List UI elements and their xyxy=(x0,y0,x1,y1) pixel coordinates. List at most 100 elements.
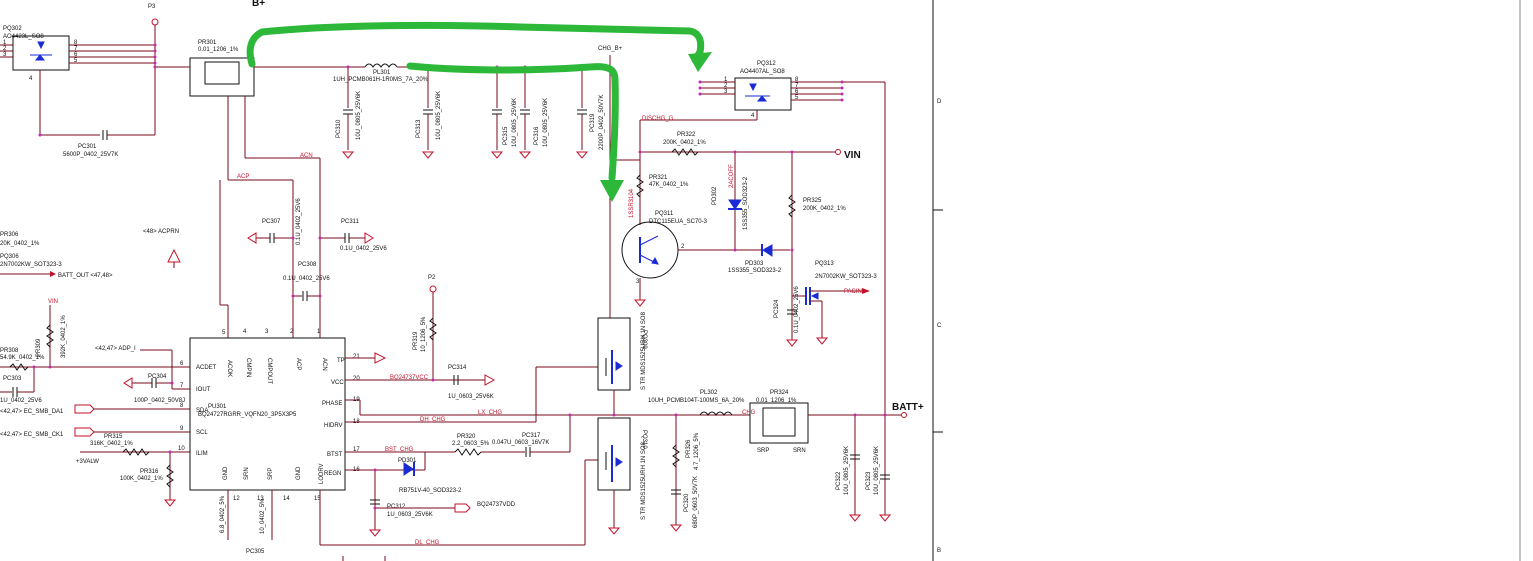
ec-smb-ck1-label: <42,47> EC_SMB_CK1 xyxy=(0,432,64,438)
pr308-ref: PR308 xyxy=(0,348,19,354)
pr325-value: 200K_0402_1% xyxy=(803,206,846,212)
pd301-ref: PD301 xyxy=(398,458,417,464)
svg-text:10: 10 xyxy=(178,446,185,452)
pq309-ref: PQ309 xyxy=(641,330,647,349)
pq309-value: S TR MDS1525URH 1N SO8 xyxy=(641,311,647,390)
pc324-ref: PC324 xyxy=(774,299,780,318)
svg-text:5: 5 xyxy=(222,330,226,336)
ic-pin-acp: ACP xyxy=(295,358,301,370)
switch-mosfets: PQ309 S TR MDS1525URH 1N SO8 PQ310 S TR … xyxy=(597,160,750,535)
ic-pin-acn: ACN xyxy=(321,358,327,371)
pr320-ref: PR320 xyxy=(457,434,476,440)
pr322-value: 200K_0402_1% xyxy=(663,140,706,146)
pq313-mosfet: PQ313 2N7002KW_SOT323-3 PACIN xyxy=(792,261,877,345)
pc304-ref: PC304 xyxy=(148,374,167,380)
svg-text:21: 21 xyxy=(353,354,360,360)
svg-text:13: 13 xyxy=(257,496,264,502)
pd303-ref: PD303 xyxy=(745,261,764,267)
vin-label: VIN xyxy=(844,150,861,161)
pr316-value: 100K_0402_1% xyxy=(120,476,163,482)
ic-pin-hidrv: HIDRV xyxy=(324,423,343,429)
ic-pin-gnd-11: GND xyxy=(223,466,229,480)
pc317-value: 0.047U_0603_16V7K xyxy=(492,440,549,446)
pc311-ref: PC311 xyxy=(341,219,360,225)
p2-label: P2 xyxy=(428,275,436,281)
svg-text:3: 3 xyxy=(265,329,269,335)
bq24737vcc-label: BQ24737VCC xyxy=(390,375,429,381)
svg-text:4: 4 xyxy=(751,113,755,119)
pc319-value: 2200P_0402_50V7K xyxy=(599,95,605,150)
pq306-value: 2N7002KW_SOT323-3 xyxy=(0,262,62,268)
svg-text:4: 4 xyxy=(29,76,33,82)
ic-pin-btst: BTST xyxy=(327,452,343,458)
ic-pin-acdet: ACDET xyxy=(196,365,217,371)
lx-chg-label: LX_CHG xyxy=(478,410,502,416)
pc301-value: 5600P_0402_25V7K xyxy=(63,152,118,158)
pc308-ref: PC308 xyxy=(298,262,317,268)
svg-text:17: 17 xyxy=(353,447,360,453)
pc305-ref: PC305 xyxy=(246,549,265,555)
pu301-controller-ic: PU301 BQ24727RGRR_VQFN20_3P5X3P5 ACDET 6… xyxy=(178,329,360,502)
pr319-value: 10_1206_5% xyxy=(421,316,427,352)
svg-text:15: 15 xyxy=(314,496,321,502)
ic-pin-regn: REGN xyxy=(324,471,341,477)
pc303-value: 1U_0402_25V6 xyxy=(0,398,42,404)
adp-i-label: <42,47> ADP_I xyxy=(95,346,136,352)
pq312-value: AO4407AL_SO8 xyxy=(740,69,785,75)
pd302-value: 1SS355_SOD323-2 xyxy=(743,176,749,230)
ic-pin-vcc: VCC xyxy=(331,380,344,386)
ic-pin-srn: SRN xyxy=(244,467,250,480)
ic-right-nets: BQ24737VCC P2 PR319 10_1206_5% PC314 1U_… xyxy=(220,275,606,561)
pc315-value: 10U_0805_25V6K xyxy=(512,98,518,147)
pc316-ref: PC316 xyxy=(534,126,540,145)
ic-pin-sda: SDA xyxy=(196,408,208,414)
pq313-value: 2N7002KW_SOT323-3 xyxy=(815,274,877,280)
pc324-value: 0.1U_0402_25V6 xyxy=(794,286,800,333)
pr326-value: 4.7_1206_5% xyxy=(694,432,700,470)
svg-text:3: 3 xyxy=(724,89,728,95)
b-plus-label: B+ xyxy=(252,0,265,9)
pr309-value: 392K_0402_1% xyxy=(61,315,67,358)
pacin-label: PACIN xyxy=(844,289,862,295)
pr315-ref: PR315 xyxy=(104,434,123,440)
zone-label-c: C xyxy=(937,323,942,329)
svg-text:9: 9 xyxy=(180,426,184,432)
bq24737vdd-label: BQ24737VDD xyxy=(477,502,516,508)
pc322-value: 10U_0805_25V6K xyxy=(844,446,850,495)
ic-pin-cmpout: CMPOUT xyxy=(266,358,272,384)
batt-plus-label: BATT+ xyxy=(892,402,924,413)
chg-b-plus-label: CHG_B+ xyxy=(598,46,623,52)
pq311-ref: PQ311 xyxy=(655,211,674,217)
pc320-value: 680P_0603_50V7K xyxy=(693,476,699,528)
p3-label: P3 xyxy=(148,4,156,10)
ic-pin-ilim: ILIM xyxy=(196,451,208,457)
acoff-label: 2ACOFF xyxy=(729,164,735,188)
ic-pin-iout: IOUT xyxy=(196,387,211,393)
pr317-value: 6.8_0402_5% xyxy=(220,495,226,533)
ic-pin-acok: ACOK xyxy=(226,360,232,377)
zone-label-b: B xyxy=(937,548,941,554)
pr301-value: 0.01_1206_1% xyxy=(198,47,239,53)
pc307-value: 0.1U_0402_25V6 xyxy=(296,198,302,245)
pc319-ref: PC319 xyxy=(590,113,596,132)
bst-chg-label: BST_CHG xyxy=(385,447,414,453)
pr325-ref: PR325 xyxy=(803,198,822,204)
svg-text:12: 12 xyxy=(233,496,240,502)
frame-border: D C B xyxy=(932,0,1521,561)
pc323-value: 10U_0805_25V6K xyxy=(874,446,880,495)
pc310-ref: PC310 xyxy=(336,119,342,138)
acprn-label: <48> ACPRN xyxy=(143,229,179,235)
svg-text:1: 1 xyxy=(3,40,7,46)
svg-text:5: 5 xyxy=(795,95,799,101)
ic-pin-srp: SRP xyxy=(268,468,274,480)
vin-left-label: VIN xyxy=(48,299,58,305)
pc322-ref: PC322 xyxy=(836,471,842,490)
input-filter-caps: PC307 0.1U_0402_25V6 PC311 0.1U_0402_25V… xyxy=(143,158,387,338)
pc310-value: 10U_0805_25V6K xyxy=(356,91,362,140)
pc307-ref: PC307 xyxy=(262,219,281,225)
pq306-ref: PQ306 xyxy=(0,254,19,260)
pr3xx-top-value: 1SSR3104 xyxy=(629,188,635,218)
